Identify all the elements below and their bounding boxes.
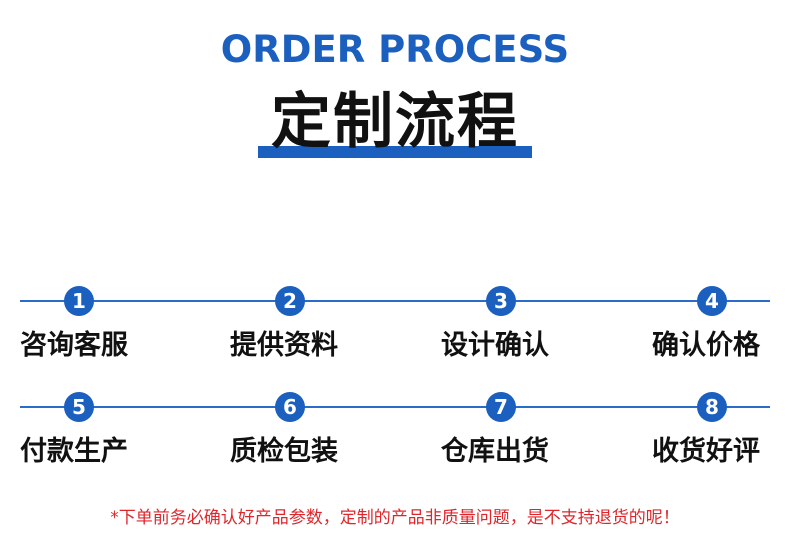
custom-process-title: 定制流程 [271,87,519,157]
step-7-number: 7 [486,392,516,422]
step-4-label: 确认价格 [652,330,760,361]
step-3-label: 设计确认 [441,330,549,361]
step-1-number: 1 [64,286,94,316]
order-process-title: ORDER PROCESS [220,28,570,71]
title-underline-bar [258,146,532,158]
timeline-line-row-2 [20,406,770,408]
custom-process-title-block: 定制流程 [0,86,790,166]
return-policy-notice: *下单前务必确认好产品参数，定制的产品非质量问题，是不支持退货的呢！ [110,508,680,528]
step-6-label: 质检包装 [230,436,338,467]
step-4-number: 4 [697,286,727,316]
step-7-label: 仓库出货 [441,436,549,467]
step-3-number: 3 [486,286,516,316]
step-8-label: 收货好评 [652,436,760,467]
step-6-number: 6 [275,392,305,422]
step-2-number: 2 [275,286,305,316]
step-5-number: 5 [64,392,94,422]
step-5-label: 付款生产 [20,436,128,467]
timeline-line-row-1 [20,300,770,302]
step-8-number: 8 [697,392,727,422]
step-2-label: 提供资料 [230,330,338,361]
step-1-label: 咨询客服 [20,330,128,361]
